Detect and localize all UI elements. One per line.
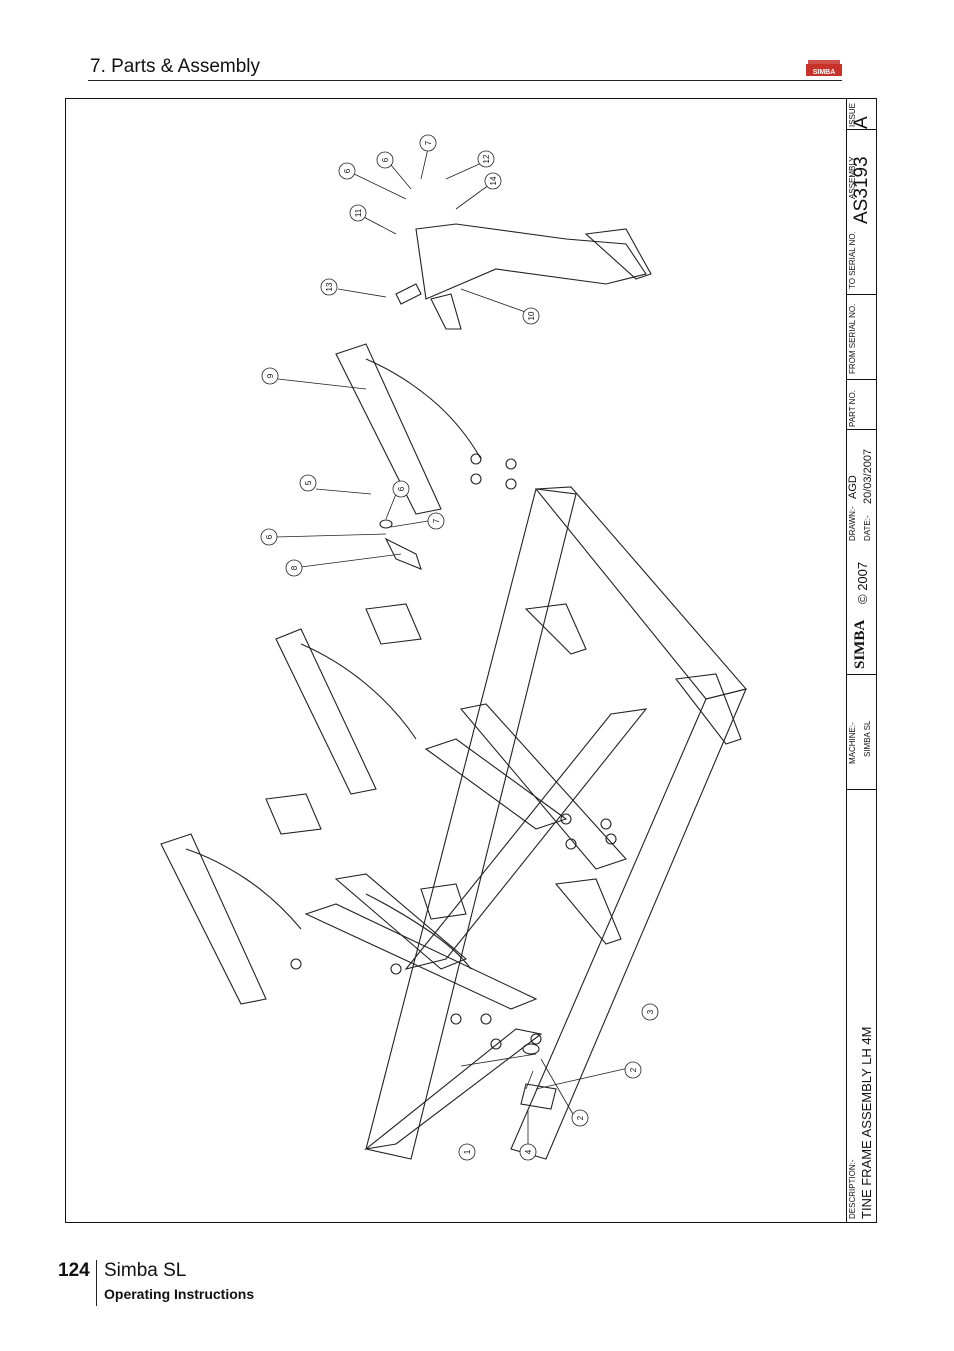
simba-brand: SIMBA bbox=[852, 619, 868, 669]
machine-label: MACHINE:- bbox=[848, 722, 857, 764]
callout-10: 10 bbox=[527, 311, 536, 320]
simba-logo: SIMBA bbox=[806, 60, 842, 76]
description-label: DESCRIPTION:- bbox=[848, 1159, 857, 1219]
copyright: © 2007 bbox=[855, 561, 870, 604]
tb-separator bbox=[847, 429, 877, 430]
tb-separator bbox=[847, 674, 877, 675]
header-rule bbox=[88, 80, 842, 81]
description-value: TINE FRAME ASSEMBLY LH 4M bbox=[859, 1026, 874, 1219]
tb-separator bbox=[847, 379, 877, 380]
callout-9: 9 bbox=[266, 373, 275, 378]
callout-14: 14 bbox=[489, 176, 498, 185]
callout-12: 12 bbox=[482, 154, 491, 163]
callout-7b: 7 bbox=[432, 518, 441, 523]
callout-2b: 2 bbox=[576, 1115, 585, 1120]
callout-3: 3 bbox=[646, 1009, 655, 1014]
tb-separator bbox=[847, 129, 877, 130]
assembly-number: AS3193 bbox=[851, 156, 872, 224]
page-number: 124 bbox=[58, 1260, 90, 1281]
callout-8: 8 bbox=[290, 565, 299, 570]
part-no-label: PART NO. bbox=[848, 390, 857, 427]
drawing-frame: 1 2 2 3 4 5 6 6 6 6 7 7 8 9 10 11 12 13 … bbox=[65, 98, 877, 1223]
callout-11: 11 bbox=[354, 208, 363, 217]
callout-1: 1 bbox=[463, 1149, 472, 1154]
drawn-label: DRAWN:- bbox=[848, 506, 857, 541]
callout-6a: 6 bbox=[265, 534, 274, 539]
tb-separator bbox=[847, 294, 877, 295]
callout-7a: 7 bbox=[424, 140, 433, 145]
callout-6b: 6 bbox=[343, 168, 352, 173]
document-subtitle: Operating Instructions bbox=[104, 1286, 255, 1302]
tb-separator bbox=[847, 789, 877, 790]
machine-value: SIMBA SL bbox=[863, 720, 872, 757]
section-title: 7. Parts & Assembly bbox=[90, 56, 261, 77]
callout-13: 13 bbox=[325, 282, 334, 291]
title-block: ISSUE A ASSEMBLY AS3193 TO SERIAL NO. FR… bbox=[846, 99, 877, 1222]
product-name: Simba SL bbox=[104, 1260, 187, 1281]
to-serial-label: TO SERIAL NO. bbox=[848, 231, 857, 289]
from-serial-label: FROM SERIAL NO. bbox=[848, 303, 857, 374]
issue-value: A bbox=[851, 116, 872, 129]
logo-text: SIMBA bbox=[813, 69, 836, 76]
callout-5: 5 bbox=[304, 480, 313, 485]
exploded-assembly-drawing: 1 2 2 3 4 5 6 6 6 6 7 7 8 9 10 11 12 13 … bbox=[160, 134, 748, 1161]
drawn-value: AGD bbox=[847, 475, 859, 499]
footer-divider bbox=[96, 1260, 97, 1306]
callout-4: 4 bbox=[524, 1149, 533, 1154]
callout-6d: 6 bbox=[397, 486, 406, 491]
date-value: 20/03/2007 bbox=[862, 448, 874, 504]
date-label: DATE:- bbox=[863, 515, 872, 541]
callout-2a: 2 bbox=[629, 1067, 638, 1072]
callout-6c: 6 bbox=[381, 157, 390, 162]
